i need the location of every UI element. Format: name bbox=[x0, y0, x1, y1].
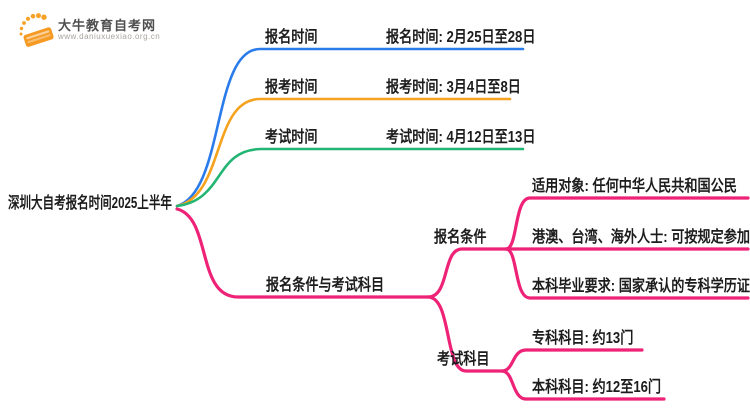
brand-url: www.daniuxuexiao.org.cn bbox=[58, 32, 161, 41]
connector-leaf-junior-college-subjects bbox=[500, 348, 644, 373]
connector-leaf-eligible-citizens bbox=[504, 196, 750, 251]
connector-exam-time bbox=[175, 147, 525, 208]
connector-registration-time bbox=[175, 47, 525, 208]
leaf-bachelor-requirement: 本科毕业要求: 国家承认的专科学历证明 bbox=[532, 278, 750, 295]
connector-conditions-subjects-trunk bbox=[175, 207, 430, 299]
leaf-junior-college-subjects: 专科科目: 约13门 bbox=[532, 330, 634, 347]
connector-registration-conditions bbox=[426, 247, 508, 299]
branch-exam-time-detail: 考试时间: 4月12日至13日 bbox=[386, 129, 536, 146]
branch-exam-application-time-detail: 报考时间: 3月4日至8日 bbox=[386, 79, 521, 96]
connector-leaf-bachelor-subjects bbox=[500, 369, 666, 401]
book-rays-icon bbox=[19, 13, 54, 47]
leaf-bachelor-subjects: 本科科目: 约12至16门 bbox=[532, 379, 662, 396]
root-node: 深圳大自考报名时间2025上半年 bbox=[8, 195, 172, 212]
branch-registration-time-detail: 报名时间: 2月25日至28日 bbox=[386, 29, 536, 46]
leaf-hk-mo-tw-overseas: 港澳、台湾、海外人士: 可按规定参加 bbox=[532, 229, 750, 246]
branch-registration-time-label: 报名时间 bbox=[265, 29, 318, 46]
brand-name: 大牛教育自考网 bbox=[58, 18, 157, 33]
branch-exam-time-label: 考试时间 bbox=[265, 129, 318, 146]
connector-exam-application-time bbox=[175, 97, 512, 208]
connector-leaf-bachelor-requirement bbox=[504, 247, 750, 300]
connector-exam-subjects bbox=[426, 295, 504, 373]
branch-exam-application-time-label: 报考时间 bbox=[265, 79, 318, 96]
leaf-eligible-citizens: 适用对象: 任何中华人民共和国公民 bbox=[532, 178, 737, 195]
node-exam-subjects: 考试科目 bbox=[437, 351, 490, 368]
node-registration-conditions: 报名条件 bbox=[434, 229, 487, 246]
branch-conditions-subjects-label: 报名条件与考试科目 bbox=[266, 277, 385, 294]
